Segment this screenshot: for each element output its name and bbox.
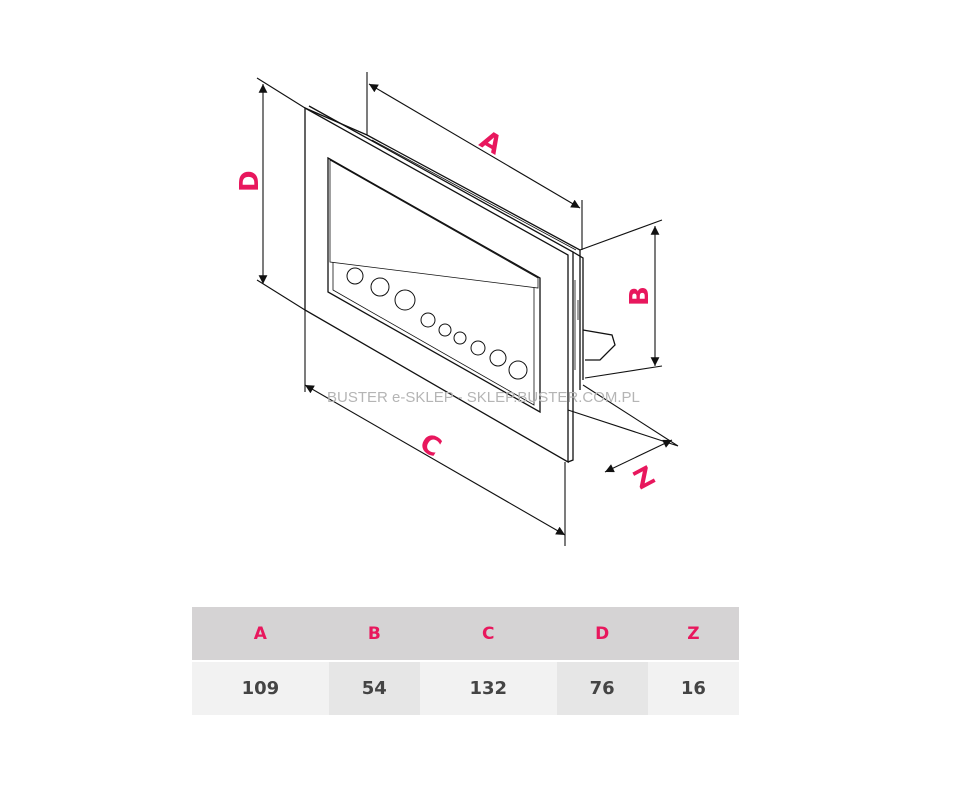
vent-grille <box>304 105 616 464</box>
value-b: 54 <box>328 661 420 715</box>
dimensions-table: A B C D Z 109 54 132 76 16 <box>192 607 739 715</box>
header-b: B <box>328 607 420 662</box>
header-z: Z <box>647 607 739 662</box>
table-header-row: A B C D Z <box>192 607 739 662</box>
header-a: A <box>192 607 329 662</box>
dimension-label-a: A <box>475 125 507 161</box>
value-d: 76 <box>556 661 648 715</box>
dimension-label-c: C <box>415 428 447 464</box>
header-d: D <box>556 607 648 662</box>
dimension-label-d: D <box>235 170 265 192</box>
dimension-label-b: B <box>625 286 655 306</box>
value-c: 132 <box>419 661 557 715</box>
value-z: 16 <box>647 661 739 715</box>
technical-drawing: A D B C Z BUSTER e-SKLEP - SKLEP.BUSTER.… <box>235 72 679 546</box>
table-row: 109 54 132 76 16 <box>192 661 739 715</box>
dimension-lines <box>256 72 679 546</box>
dimension-label-z: Z <box>629 461 660 496</box>
watermark: BUSTER e-SKLEP - SKLEP.BUSTER.COM.PL <box>327 389 640 406</box>
header-c: C <box>419 607 557 662</box>
value-a: 109 <box>192 661 329 715</box>
